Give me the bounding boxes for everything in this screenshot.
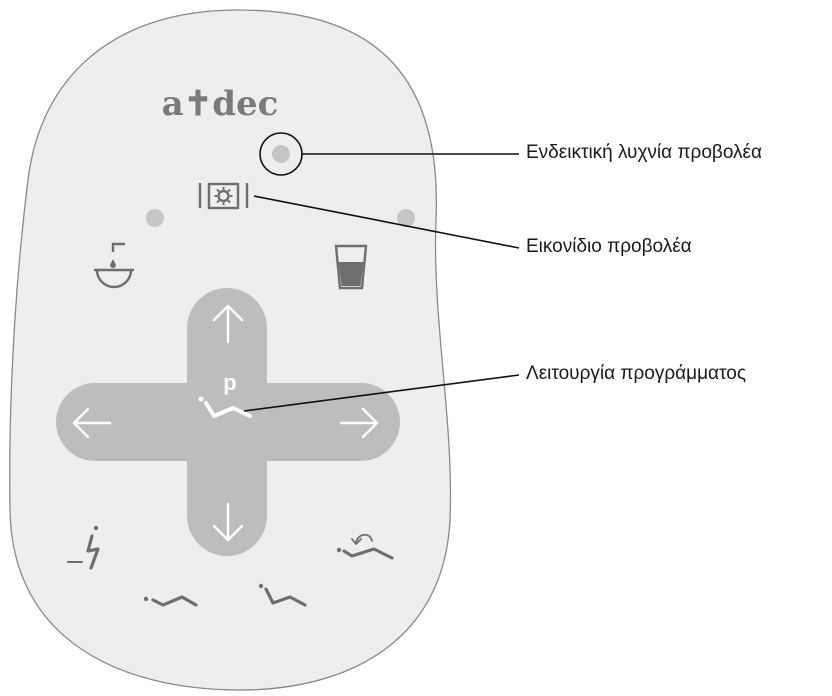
semi-recline-icon[interactable] [258,583,307,607]
program-chair-icon[interactable] [198,396,252,418]
callout-label-light-icon: Εικονίδιο προβολέα [526,236,692,257]
last-position-icon[interactable] [336,533,394,560]
right-indicator-led [397,209,415,227]
left-indicator-led [146,209,164,227]
light-indicator-led [272,145,290,163]
callout-label-light-indicator: Ενδεικτική λυχνία προβολέα [526,142,762,163]
arrow-right-icon[interactable] [339,407,379,439]
adec-logo: a✝dec [161,84,279,124]
entry-exit-icon[interactable] [67,525,100,570]
arrow-up-icon[interactable] [212,304,244,344]
leader-program-function [243,374,520,412]
callout-label-program-function: Λειτουργία προγράμματος [526,363,746,384]
cuspidor-icon[interactable] [94,242,134,289]
leader-light-icon [253,195,520,249]
program-letter: p [223,370,236,395]
arrow-down-icon[interactable] [212,502,244,542]
arrow-left-icon[interactable] [72,407,112,439]
light-icon[interactable] [198,182,249,210]
cup-fill-icon[interactable] [334,244,368,290]
flat-recline-icon[interactable] [143,595,198,607]
